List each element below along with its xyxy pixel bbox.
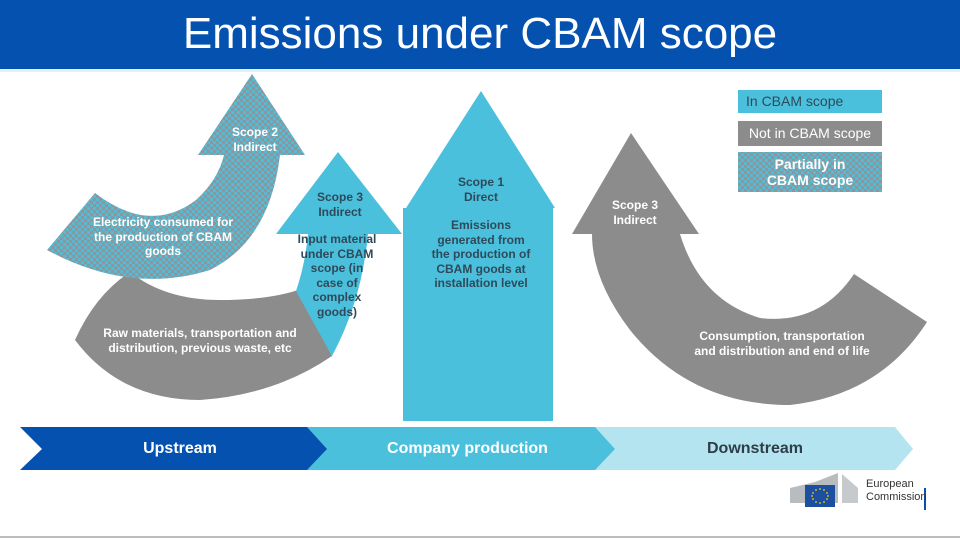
legend-swatch-partial [738, 152, 882, 192]
stage-upstream-label: Upstream [143, 440, 217, 457]
scope1-type: Direct [463, 189, 498, 204]
legend-swatch-not-in-scope [738, 121, 882, 146]
stage-chevron-downstream [590, 427, 913, 470]
scope2-type: Indirect [233, 139, 277, 154]
scope2-scope: Scope 2 [231, 125, 279, 139]
stage-downstream-label: Downstream [706, 440, 804, 457]
scope3-downstream-description: Consumption, transportation and distribu… [694, 329, 870, 358]
scope3-upstream-description: Input material under CBAM scope (in case… [297, 232, 377, 319]
scope3-downstream-arrow [572, 133, 927, 405]
scope3-downstream-label: Scope 3 Indirect [600, 198, 670, 227]
scope2-arrow [47, 74, 305, 279]
logo-line2: Commission [866, 491, 927, 503]
stage-company-production-label: Company production [387, 440, 548, 457]
logo-line1: European [866, 478, 914, 490]
scope1-label: Scope 1 Direct [436, 175, 526, 204]
header-divider [0, 69, 960, 72]
scope2-description: Electricity consumed for the production … [92, 215, 234, 258]
legend-swatch-in-scope [738, 90, 882, 113]
legend-partial: Partially in CBAM scope [766, 156, 854, 188]
scope3-upstream-base-description: Raw materials, transportation and distri… [103, 326, 297, 355]
page-title: Emissions under CBAM scope [182, 9, 778, 58]
scope1-arrow [403, 91, 555, 421]
scope3-upstream-arrow [276, 152, 402, 356]
scope3-downstream-scope: Scope 3 [611, 198, 659, 212]
scope3-upstream-label: Scope 3 Indirect [300, 190, 380, 219]
scope3-upstream-type: Indirect [318, 204, 362, 219]
scope3-upstream-base-arrow [75, 272, 332, 400]
scope1-description: Emissions generated from the production … [431, 218, 531, 290]
scope1-scope: Scope 1 [457, 175, 505, 189]
footer-divider [0, 536, 960, 538]
title-bar [0, 0, 960, 69]
legend-in-scope: In CBAM scope [746, 93, 844, 109]
scope2-label: Scope 2 Indirect [222, 125, 288, 154]
legend-not-in-scope: Not in CBAM scope [748, 125, 872, 141]
stage-chevron-upstream [20, 427, 327, 470]
stage-chevron-company-production [305, 427, 615, 470]
logo-text: European Commission [866, 478, 927, 504]
scope3-upstream-scope: Scope 3 [316, 190, 364, 204]
european-commission-logo [790, 473, 926, 510]
scope3-downstream-type: Indirect [613, 212, 657, 227]
